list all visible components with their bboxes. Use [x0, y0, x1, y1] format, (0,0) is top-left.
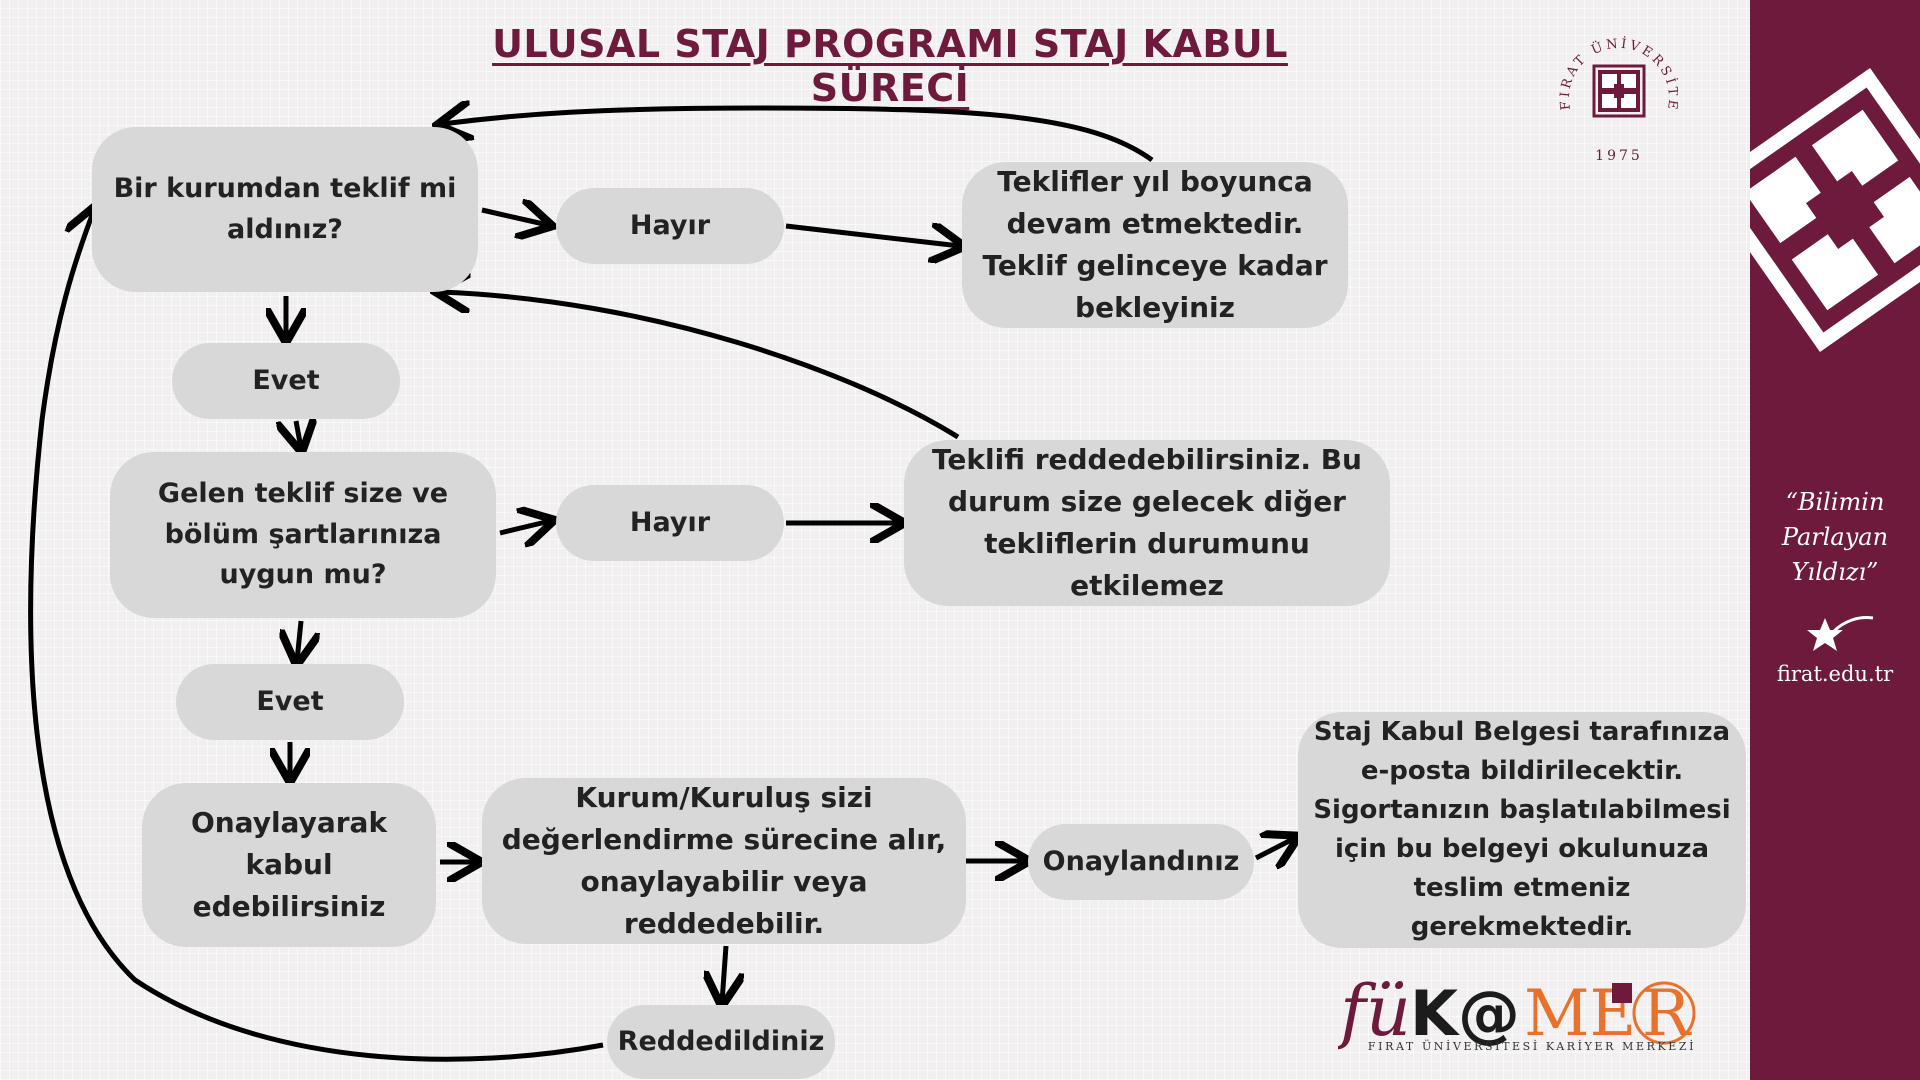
- svg-text:K@: K@: [1410, 977, 1520, 1050]
- approved-label: Onaylandınız: [1042, 845, 1240, 877]
- no-node-2: Hayır: [556, 485, 784, 561]
- arrow-no1-to-wait: [785, 226, 960, 246]
- suitability-question-text: Gelen teklif size ve bölüm şartlarınıza …: [157, 478, 449, 591]
- wait-info-text: Teklifler yıl boyunca devam etmektedir. …: [982, 165, 1328, 324]
- slogan-line-2: Parlayan: [1781, 522, 1889, 551]
- flow-arrows: [28, 0, 1750, 1062]
- yes-node-1: Evet: [172, 343, 400, 419]
- yes-node-2: Evet: [176, 664, 404, 740]
- rejected-label: Reddedildiniz: [617, 1025, 825, 1057]
- wait-info-node: Teklifler yıl boyunca devam etmektedir. …: [962, 162, 1348, 328]
- arrow-q2-to-no2: [499, 521, 550, 533]
- evaluation-node: Kurum/Kuruluş sizi değerlendirme sürecin…: [482, 778, 966, 944]
- certificate-info-text: Staj Kabul Belgesi tarafınıza e-posta bi…: [1313, 717, 1731, 942]
- offer-question-node: Bir kurumdan teklif mi aldınız?: [92, 127, 478, 292]
- website-link[interactable]: firat.edu.tr: [1776, 662, 1894, 686]
- accept-text: Onaylayarak kabul edebilirsiniz: [190, 806, 388, 923]
- university-seal-logo: FIRAT ÜNİVERSİTESİ 1975: [1558, 20, 1677, 164]
- reject-info-node: Teklifi reddedebilirsiniz. Bu durum size…: [904, 440, 1390, 606]
- reject-info-text: Teklifi reddedebilirsiniz. Bu durum size…: [932, 443, 1362, 602]
- brand-sidebar: “Bilimin Parlayan Yıldızı” firat.edu.tr: [1750, 0, 1920, 1080]
- arrow-evaluate-to-rejected: [722, 945, 726, 1002]
- arrow-approved-to-certificate: [1254, 838, 1295, 858]
- slogan-line-3: Yıldızı”: [1791, 557, 1879, 586]
- yes-label-2: Evet: [256, 685, 324, 717]
- arrow-q1-to-no1: [481, 210, 548, 225]
- arrow-q2-to-yes2: [297, 620, 301, 661]
- evaluation-text: Kurum/Kuruluş sizi değerlendirme sürecin…: [501, 781, 947, 940]
- no-node-1: Hayır: [556, 188, 784, 264]
- offer-question-text: Bir kurumdan teklif mi aldınız?: [113, 173, 457, 245]
- career-center-subtitle: FIRAT ÜNİVERSİTESİ KARİYER MERKEZİ: [1367, 1040, 1697, 1053]
- star-icon: [1807, 616, 1874, 651]
- arrow-wait-back-to-q1: [442, 108, 1154, 163]
- slogan: “Bilimin Parlayan Yıldızı”: [1750, 485, 1920, 589]
- certificate-info-node: Staj Kabul Belgesi tarafınıza e-posta bi…: [1298, 712, 1746, 948]
- seal-year: 1975: [1595, 148, 1643, 164]
- slogan-line-1: “Bilimin: [1785, 488, 1885, 516]
- yes-label-1: Evet: [252, 364, 320, 396]
- arrow-rejected-back-to-q1: [28, 210, 604, 1062]
- rejected-node: Reddedildiniz: [607, 1005, 835, 1079]
- svg-text:fü: fü: [1338, 970, 1411, 1052]
- arrow-reject-back-to-q1: [440, 292, 960, 440]
- university-emblem-graphic: [1750, 67, 1920, 353]
- accept-node: Onaylayarak kabul edebilirsiniz: [142, 783, 436, 947]
- approved-node: Onaylandınız: [1028, 824, 1254, 900]
- arrow-yes1-to-q2: [296, 421, 301, 448]
- page-title: ULUSAL STAJ PROGRAMI STAJ KABUL SÜRECİ: [492, 22, 1288, 110]
- career-center-logo: fü K@ ME R: [1338, 970, 1696, 1052]
- no-label-1: Hayır: [629, 209, 711, 241]
- suitability-question-node: Gelen teklif size ve bölüm şartlarınıza …: [110, 452, 496, 618]
- no-label-2: Hayır: [629, 506, 711, 538]
